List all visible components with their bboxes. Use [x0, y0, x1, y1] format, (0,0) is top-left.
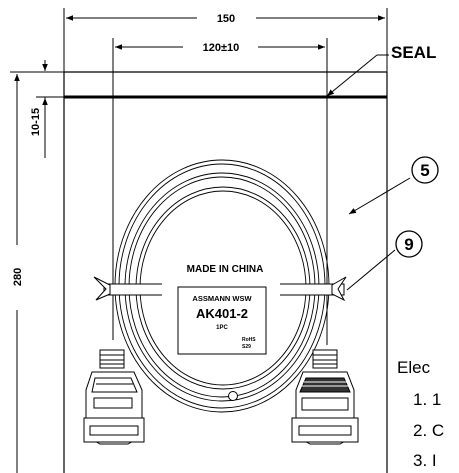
- hang-hole: [228, 391, 238, 401]
- product-label-card: ASSMANN WSW AK401-2 1PC RoHS S29: [177, 286, 267, 355]
- width-total-dimension: [63, 8, 388, 72]
- seal-callout-label: SEAL: [391, 43, 436, 62]
- tie-callout-number: 9: [404, 235, 413, 254]
- part-number-text: AK401-2: [196, 306, 248, 321]
- bag-callout-leader: [348, 177, 411, 215]
- brand-text: ASSMANN WSW: [192, 294, 252, 303]
- width-total-label: 150: [217, 13, 235, 25]
- origin-label: MADE IN CHINA: [187, 264, 264, 275]
- height-total-dimension: [10, 71, 64, 473]
- rohs-code-text: S29: [242, 344, 251, 350]
- right-dsub-connector: [291, 349, 359, 445]
- bag-callout-number: 5: [420, 161, 429, 180]
- tie-callout-circle: [395, 230, 423, 258]
- notes-item-2: 2. C: [413, 421, 444, 440]
- quantity-text: 1PC: [216, 325, 228, 331]
- rohs-text: RoHS: [242, 337, 256, 343]
- bag-callout-circle: [411, 156, 439, 184]
- width-inner-label: 120±10: [203, 42, 240, 54]
- seal-offset-label: 10-15: [30, 108, 42, 136]
- seal-callout: [326, 54, 389, 97]
- notes-heading: Elec: [397, 358, 431, 377]
- bag-outline: [63, 71, 388, 473]
- notes-item-1: 1. 1: [413, 390, 441, 409]
- height-total-label: 280: [12, 268, 24, 286]
- notes-item-3: 3. I: [413, 451, 437, 470]
- tie-callout-leader: [346, 249, 396, 291]
- left-dsub-connector: [83, 349, 145, 445]
